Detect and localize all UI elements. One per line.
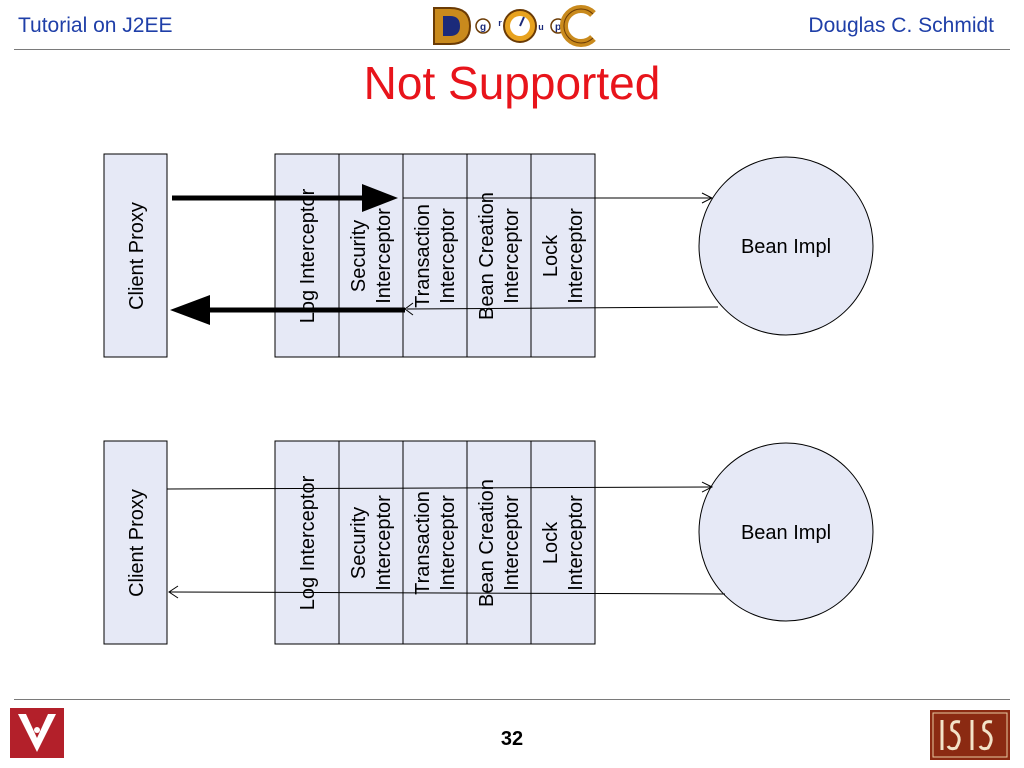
request-thick-arrowhead	[362, 184, 398, 212]
security-interceptor-box	[338, 153, 404, 358]
header-left-title: Tutorial on J2EE	[18, 14, 173, 37]
security-interceptor-box	[338, 440, 404, 645]
logo-letter-d-icon: D	[433, 7, 472, 45]
doc-group-logo: D g r o u p C	[433, 5, 596, 47]
vanderbilt-logo	[10, 708, 64, 758]
log-interceptor-label: Log Interceptor	[297, 475, 319, 610]
log-interceptor-label: Log Interceptor	[297, 188, 319, 323]
logo-letter-g: g	[480, 22, 486, 33]
diagram-bottom: Client Proxy Log Interceptor Security In…	[103, 440, 874, 645]
security-interceptor-label-line1: Security	[348, 507, 370, 579]
slide-title: Not Supported	[363, 57, 661, 109]
bean-impl-label: Bean Impl	[741, 522, 831, 544]
security-interceptor-label-line2: Interceptor	[373, 208, 395, 304]
security-interceptor-label-line2: Interceptor	[373, 495, 395, 591]
bean-creation-interceptor-label-line1: Bean Creation	[476, 192, 498, 320]
header-divider	[14, 49, 1010, 50]
transaction-interceptor-box	[402, 440, 468, 645]
logo-letter-p: p	[555, 22, 561, 33]
log-interceptor-box	[274, 153, 340, 358]
lock-interceptor-box	[530, 440, 596, 645]
security-interceptor-label-line1: Security	[348, 220, 370, 292]
interceptor-diagram: Client Proxy Log Interceptor Security In…	[103, 153, 874, 645]
bean-impl-circle	[698, 156, 874, 336]
logo-letter-r: r	[498, 18, 502, 28]
client-proxy-label: Client Proxy	[126, 202, 148, 310]
transaction-interceptor-label-line2: Interceptor	[437, 208, 459, 304]
lock-interceptor-label-line2: Interceptor	[565, 495, 587, 591]
bean-creation-interceptor-label-line1: Bean Creation	[476, 479, 498, 607]
reply-thin-line	[169, 591, 726, 595]
bean-creation-interceptor-label-line2: Interceptor	[501, 208, 523, 304]
lock-interceptor-label-line2: Interceptor	[565, 208, 587, 304]
lock-interceptor-box	[530, 153, 596, 358]
logo-dot-icon	[475, 18, 491, 34]
client-proxy-box	[103, 440, 168, 645]
logo-letter-u: u	[538, 22, 544, 32]
client-proxy-box	[103, 153, 168, 358]
reply-thin-line	[406, 306, 719, 310]
reply-thick-arrowhead	[170, 295, 210, 325]
diagram-top: Client Proxy Log Interceptor Security In…	[103, 153, 874, 358]
footer-divider	[14, 699, 1010, 700]
transaction-interceptor-box	[402, 153, 468, 358]
client-proxy-label: Client Proxy	[126, 489, 148, 597]
transaction-interceptor-label-line2: Interceptor	[437, 495, 459, 591]
transaction-interceptor-label-line1: Transaction	[412, 491, 434, 595]
bean-creation-interceptor-box	[466, 440, 532, 645]
transaction-interceptor-label-line1: Transaction	[412, 204, 434, 308]
page-number: 32	[500, 728, 524, 750]
lock-interceptor-label-line1: Lock	[540, 234, 562, 277]
log-interceptor-box	[274, 440, 340, 645]
lock-interceptor-label-line1: Lock	[540, 521, 562, 564]
bean-impl-label: Bean Impl	[741, 236, 831, 258]
logo-letter-c-icon: C	[559, 5, 596, 47]
reply-thin-arrowhead	[168, 585, 179, 599]
header-author: Douglas C. Schmidt	[808, 14, 994, 37]
bean-impl-circle	[698, 442, 874, 622]
bean-creation-interceptor-label-line2: Interceptor	[501, 495, 523, 591]
logo-clock-icon: o	[503, 9, 537, 43]
isis-logo	[930, 710, 1010, 760]
request-thin-arrow	[166, 487, 712, 489]
